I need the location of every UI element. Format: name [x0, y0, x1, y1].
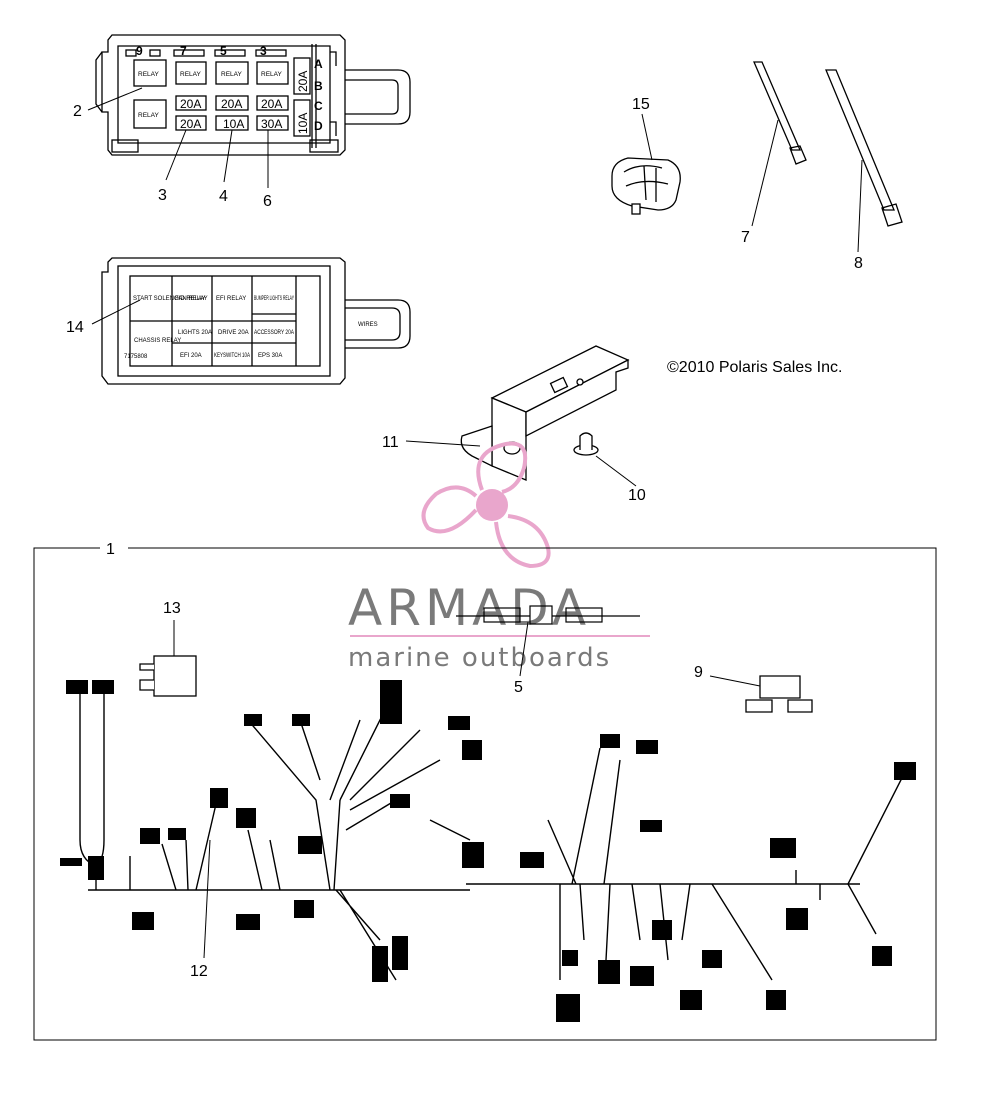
- callout-13: 13: [163, 600, 181, 617]
- callout-7: 7: [741, 229, 750, 246]
- cover-cell-start-solenoid-relay: START SOLENOID RELAY: [133, 296, 206, 302]
- fuse-box-relays: RELAY RELAY RELAY RELAY RELAY: [138, 71, 282, 119]
- fuse-cover-drawing: [101, 257, 411, 385]
- fuse-label: 20A: [180, 117, 201, 131]
- relay-label: RELAY: [180, 71, 201, 78]
- fuse-label: 20A: [180, 97, 201, 111]
- cover-cell-eps-30a: EPS 30A: [258, 353, 282, 359]
- cable-ties-drawing: [753, 61, 903, 227]
- relay-label: RELAY: [221, 71, 242, 78]
- fuse-label: 20A: [221, 97, 242, 111]
- cover-cell-chassis-relay: CHASSIS RELAY: [134, 338, 181, 344]
- callout-1: 1: [106, 541, 115, 558]
- row-letter-a: A: [314, 57, 323, 71]
- relay-label: RELAY: [138, 71, 159, 78]
- connector-drawing: [611, 157, 681, 215]
- harness-left-labels: [60, 680, 484, 982]
- cover-wires-label: WIRES: [358, 322, 378, 328]
- cover-cell-bumper-lights-relay: BUMPER LIGHTS RELAY: [254, 296, 294, 302]
- harness-frame: [33, 547, 937, 1041]
- cover-cell-lights-20a: LIGHTS 20A: [178, 330, 212, 336]
- callout-11: 11: [382, 434, 399, 451]
- relay-drawing: [139, 655, 197, 697]
- cover-cell-efi-relay: EFI RELAY: [216, 296, 246, 302]
- cover-part-number: 7175808: [124, 354, 148, 360]
- leader-lines-ties: [751, 119, 863, 253]
- leader-line-9: [709, 675, 761, 687]
- watermark-brand: ARMADA: [348, 579, 590, 637]
- harness-right-drawing: [466, 747, 907, 981]
- fuse-label: 10A: [223, 117, 244, 131]
- leader-line-5: [519, 621, 529, 677]
- relay-label: RELAY: [138, 112, 159, 119]
- copyright-notice: ©2010 Polaris Sales Inc.: [667, 359, 842, 376]
- callout-4: 4: [219, 188, 228, 205]
- side-fuse-label: 20A: [296, 71, 310, 92]
- cover-cell-fan-relay: FAN RELAY: [175, 296, 208, 302]
- callout-3: 3: [158, 187, 167, 204]
- callout-1-bg: [100, 540, 122, 556]
- leader-line-11: [405, 440, 481, 447]
- fuse-box-top-numbers: 9 7 5 3: [136, 44, 267, 58]
- callout-2: 2: [73, 103, 82, 120]
- relay-label: RELAY: [261, 71, 282, 78]
- propeller-logo: [421, 441, 551, 569]
- fuse-box-fuses: 20A 20A 20A 20A 10A 30A 20A 10A: [180, 71, 310, 134]
- row-letter-d: D: [314, 119, 323, 133]
- slot-number-3: 3: [260, 44, 267, 58]
- fuse-label: 20A: [261, 97, 282, 111]
- harness-left-drawing: [79, 690, 471, 981]
- fuse-cover-cells: START SOLENOID RELAY FAN RELAY EFI RELAY…: [124, 296, 378, 360]
- inline-fuse-drawing: [456, 605, 640, 625]
- slot-number-5: 5: [220, 44, 227, 58]
- fuse-label: 30A: [261, 117, 282, 131]
- slot-number-7: 7: [180, 44, 187, 58]
- watermark-tagline: marine outboards: [348, 643, 611, 673]
- callout-9: 9: [694, 664, 703, 681]
- side-fuse-label: 10A: [296, 113, 310, 134]
- rivet-drawing: [573, 432, 599, 456]
- harness-right-labels: [520, 734, 916, 1022]
- callout-14: 14: [66, 319, 84, 336]
- cover-cell-drive-20a: DRIVE 20A: [218, 330, 249, 336]
- callout-15: 15: [632, 96, 650, 113]
- leader-lines-top-left: [87, 87, 269, 188]
- callout-10: 10: [628, 487, 646, 504]
- leader-line-15: [641, 113, 653, 161]
- slot-number-9: 9: [136, 44, 143, 58]
- leader-line-10: [595, 455, 637, 487]
- fuse-box-side-letters: A B C D: [314, 57, 323, 133]
- fuse-box-drawing: [95, 34, 411, 156]
- callout-6: 6: [263, 193, 272, 210]
- leader-line-14: [91, 299, 141, 325]
- callout-5: 5: [514, 679, 523, 696]
- callout-12: 12: [190, 963, 208, 980]
- row-letter-b: B: [314, 79, 323, 93]
- cover-cell-keyswitch-10a: KEYSWITCH 10A: [214, 353, 250, 359]
- leader-line-12: [203, 839, 211, 959]
- bracket-drawing: [460, 345, 630, 481]
- cover-cell-accessory-20a: ACCESSORY 20A: [254, 330, 294, 336]
- row-letter-c: C: [314, 99, 323, 113]
- cover-cell-efi-20a: EFI 20A: [180, 353, 202, 359]
- callout-8: 8: [854, 255, 863, 272]
- circuit-breaker-drawing: [745, 675, 813, 713]
